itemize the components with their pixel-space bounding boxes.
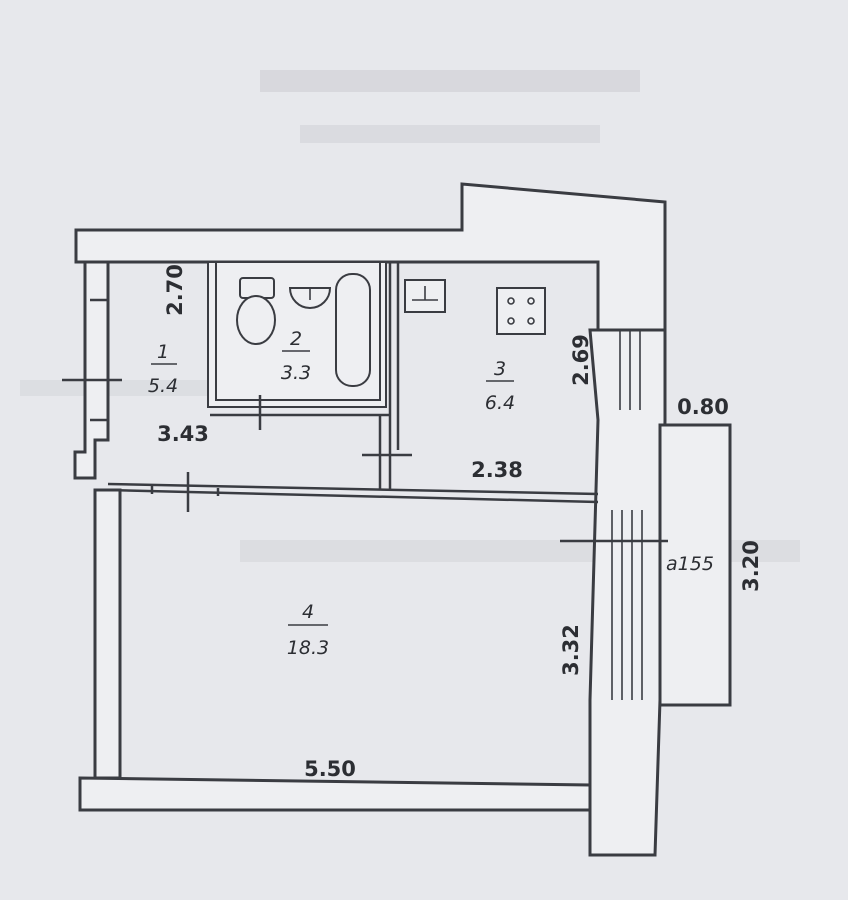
room-1-area: 5.4 [148,375,178,397]
living-room-partition-top [107,482,599,496]
balcony-length-dimension: 3.20 [739,540,763,592]
room-4-side-dimension: 3.32 [559,624,583,676]
door-markers [62,378,668,543]
room-4-area: 18.3 [287,637,329,659]
bathtub-icon [335,273,371,387]
room-2-number: 2 [290,328,302,350]
stove-icon [496,287,546,335]
room-3-label: 3 6.4 [485,358,515,414]
room-3-width-dimension: 2.38 [471,458,523,482]
room-2-label: 2 3.3 [281,328,311,384]
ghost-line-1 [260,70,640,92]
room-4-width-dimension: 5.50 [304,757,356,781]
bottom-wall [78,776,657,857]
right-wall [588,328,667,857]
room-2-area: 3.3 [281,362,311,384]
room-3-number: 3 [494,358,506,380]
room-1-number: 1 [157,341,169,363]
room-1-width-dimension: 3.43 [157,422,209,446]
balcony-width-dimension: 0.80 [677,395,729,419]
dimension-labels: 2.70 3.43 2.69 2.38 0.80 3.20 3.32 5.50 … [157,264,763,781]
ghost-line-3 [20,380,220,396]
room-4-number: 4 [302,601,314,623]
living-room-partition-bottom [107,488,599,504]
fixtures [236,273,546,387]
left-wall-lower [93,488,122,780]
walls [73,182,667,857]
room-labels: 1 5.4 2 3.3 3 6.4 4 18.3 [148,328,515,659]
ghost-line-2 [300,125,600,143]
left-wall-upper [73,260,110,480]
room-1-side-dimension: 2.70 [163,264,187,316]
toilet-icon [236,277,276,345]
washbasin-icon [288,287,332,309]
room-3-area: 6.4 [485,392,515,414]
window-label: а155 [666,553,714,575]
room-3-side-dimension: 2.69 [569,334,593,386]
balcony [658,423,732,707]
room-1-label: 1 5.4 [148,341,178,397]
room-4-label: 4 18.3 [287,601,329,659]
kitchen-sink-icon [404,279,446,313]
kitchen-window [619,330,641,410]
